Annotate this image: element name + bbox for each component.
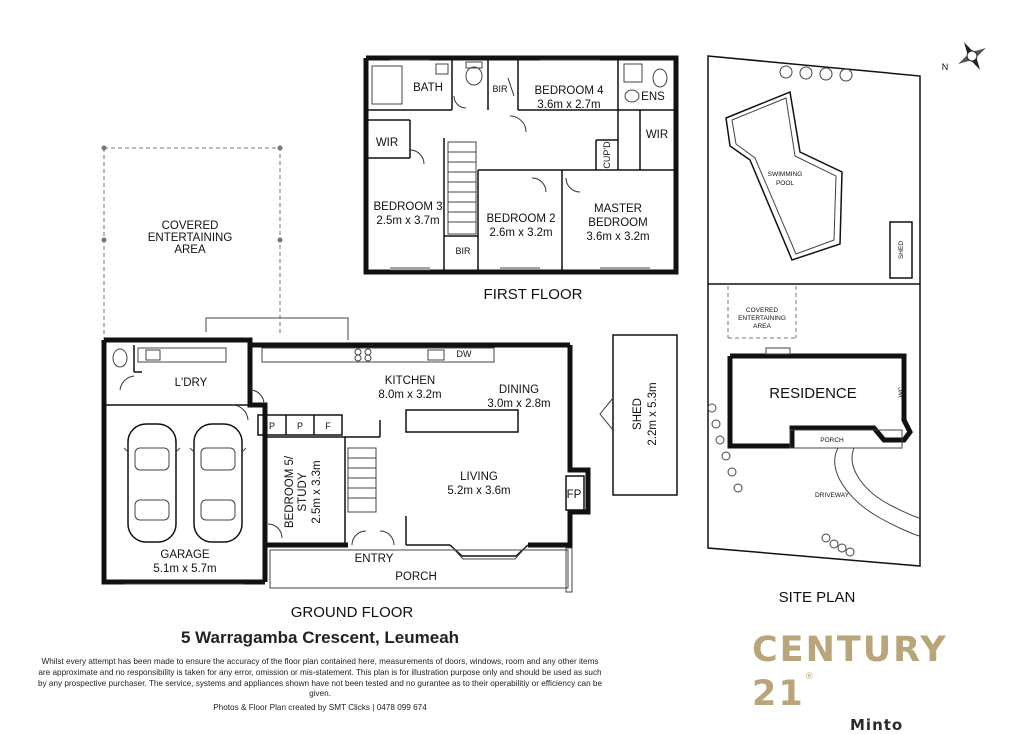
site-covered-label-1: COVERED [746, 307, 778, 314]
car-right-icon [189, 423, 247, 543]
site-plan [707, 42, 986, 567]
ground-floor-labels: COVERED ENTERTAINING AREA L'DRY KITCHEN … [148, 220, 659, 621]
site-shed-label: SHED [898, 241, 905, 259]
covered-area-label-2: ENTERTAINING [148, 232, 233, 244]
photo-credit: Photos & Floor Plan created by SMT Click… [213, 703, 427, 712]
bir-top-label: BIR [492, 84, 508, 94]
bedroom3-size: 2.5m x 3.7m [376, 215, 439, 227]
compass-icon [958, 42, 986, 70]
driveway-label: DRIVEWAY [815, 492, 850, 499]
bath-label: BATH [413, 82, 443, 94]
ground-floor-title: GROUND FLOOR [291, 604, 414, 621]
bedroom2-size: 2.6m x 3.2m [489, 227, 552, 239]
dining-label: DINING [499, 384, 539, 396]
brand-registered-mark: ® [804, 672, 814, 682]
site-porch-label: PORCH [820, 437, 844, 444]
disclaimer-text: Whilst every attempt has been made to en… [37, 657, 603, 699]
compass-north-label: N [942, 62, 949, 72]
site-plan-title: SITE PLAN [779, 589, 856, 606]
site-plan-labels: SWIMMING POOL SHED COVERED ENTERTAINING … [738, 62, 948, 606]
bedroom3-label: BEDROOM 3 [373, 201, 442, 213]
fireplace-label: FP [567, 489, 582, 501]
ens-label: ENS [641, 91, 665, 103]
site-covered-label-2: ENTERTAINING [738, 315, 786, 322]
car-left-icon [123, 423, 181, 543]
dishwasher-label: DW [457, 349, 472, 359]
living-label: LIVING [460, 471, 498, 483]
master-bedroom-label-2: BEDROOM [588, 217, 647, 229]
porch-label: PORCH [395, 571, 437, 583]
wir-left-label: WIR [376, 137, 398, 149]
living-size: 5.2m x 3.6m [447, 485, 510, 497]
garage-label: GARAGE [160, 549, 210, 561]
first-floor-plan [363, 55, 679, 275]
shed-label: SHED [632, 398, 644, 430]
site-wc-label: WC [898, 386, 905, 397]
covered-area-label-1: COVERED [162, 220, 219, 232]
ground-floor-plan [101, 145, 678, 593]
bedroom5-label-1: BEDROOM 5/ [284, 455, 296, 528]
shed-size: 2.2m x 5.3m [647, 382, 659, 445]
pool-label-1: SWIMMING [768, 171, 803, 178]
brand-wordmark: CENTURY 21® [752, 628, 1002, 716]
bedroom4-size: 3.6m x 2.7m [537, 99, 600, 111]
wir-right-label: WIR [646, 129, 668, 141]
bedroom5-label-2: STUDY [297, 472, 309, 511]
dining-size: 3.0m x 2.8m [487, 398, 550, 410]
brand-office: Minto [850, 716, 904, 734]
master-bedroom-label-1: MASTER [594, 203, 642, 215]
master-bedroom-size: 3.6m x 3.2m [586, 231, 649, 243]
entry-label: ENTRY [355, 553, 394, 565]
garage-size: 5.1m x 5.7m [153, 563, 216, 575]
covered-area-label-3: AREA [174, 244, 206, 256]
bedroom5-size: 2.5m x 3.3m [311, 460, 323, 523]
bedroom4-label: BEDROOM 4 [534, 85, 604, 97]
laundry-label: L'DRY [175, 377, 208, 389]
property-address: 5 Warragamba Crescent, Leumeah [180, 628, 460, 647]
kitchen-size: 8.0m x 3.2m [378, 389, 441, 401]
bedroom2-label: BEDROOM 2 [486, 213, 555, 225]
first-floor-title: FIRST FLOOR [484, 286, 583, 303]
brand-name: CENTURY 21 [752, 630, 948, 714]
bir-bottom-label: BIR [455, 246, 471, 256]
residence-label: RESIDENCE [769, 385, 857, 402]
brand-logo: CENTURY 21® Minto [752, 628, 1002, 734]
pool-label-2: POOL [776, 180, 794, 187]
pantry-1-label: P [269, 421, 275, 431]
cupd-label: CUP'D [602, 141, 612, 169]
first-floor-labels: BATH BIR BEDROOM 4 3.6m x 2.7m ENS WIR W… [373, 82, 668, 303]
site-covered-label-3: AREA [753, 323, 771, 330]
pantry-2-label: P [297, 421, 303, 431]
kitchen-label: KITCHEN [385, 375, 435, 387]
fridge-label: F [325, 421, 331, 431]
